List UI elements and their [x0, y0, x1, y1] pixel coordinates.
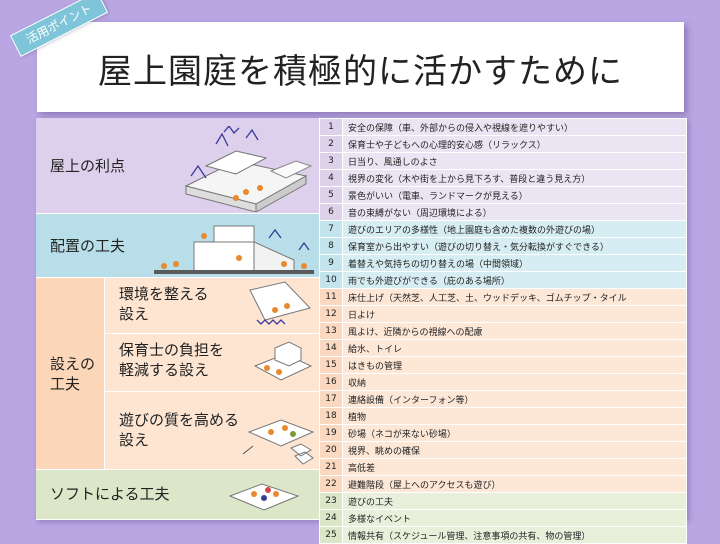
item-text: 保育士や子どもへの心理的安心感（リラックス） — [342, 135, 687, 153]
title-card: 屋上園庭を積極的に活かすために — [37, 22, 684, 112]
item-text: 情報共有（スケジュール管理、注意事項の共有、物の管理） — [342, 526, 687, 544]
item-text: 風よけ、近隣からの視線への配慮 — [342, 322, 687, 340]
item-number: 9 — [319, 254, 343, 272]
item-text: 景色がいい（電車、ランドマークが見える） — [342, 186, 687, 204]
item-text: 遊びの工夫 — [342, 492, 687, 510]
subcategory-play: 遊びの質を高める 設え — [104, 392, 319, 470]
category-facilities-text: 設えの 工夫 — [50, 355, 96, 393]
item-number: 6 — [319, 203, 343, 221]
item-text: 音の束縛がない（周辺環境による） — [342, 203, 687, 221]
category-rooftop: 屋上の利点 — [36, 118, 319, 214]
category-soft-label: ソフトによる工夫 — [50, 485, 170, 503]
item-number: 2 — [319, 135, 343, 153]
item-text: 雨でも外遊びができる（庇のある場所） — [342, 271, 687, 289]
item-text: 連絡設備（インターフォン等） — [342, 390, 687, 408]
subcategory-play-label: 遊びの質を高める 設え — [119, 411, 240, 449]
rooftop-building-illustration — [184, 126, 313, 212]
item-number: 13 — [319, 322, 343, 340]
play-area-illustration — [242, 419, 315, 465]
category-soft: ソフトによる工夫 — [36, 470, 319, 520]
item-number: 16 — [319, 373, 343, 391]
subcategory-burden: 保育士の負担を 軽減する設え — [104, 334, 319, 392]
category-facilities-label: 設えの 工夫 — [50, 354, 95, 394]
subcategory-environment-label: 環境を整える 設え — [119, 285, 209, 323]
page-title: 屋上園庭を積極的に活かすために — [98, 52, 623, 92]
item-text: 日当り、風通しのよさ — [342, 152, 687, 170]
event-illustration — [228, 483, 300, 511]
item-text: 遊びのエリアの多様性（地上園庭も含めた複数の外遊びの場） — [342, 220, 687, 238]
category-layout-label: 配置の工夫 — [50, 237, 126, 255]
item-number: 11 — [319, 288, 343, 306]
item-number: 19 — [319, 424, 343, 442]
item-number: 3 — [319, 152, 343, 170]
item-text: 床仕上げ（天然芝、人工芝、土、ウッドデッキ、ゴムチップ・タイル — [342, 288, 687, 306]
category-layout: 配置の工夫 — [36, 214, 319, 278]
item-text: 多様なイベント — [342, 509, 687, 527]
item-text: 保育室から出やすい（遊びの切り替え・気分転換がすぐできる） — [342, 237, 687, 255]
item-number: 10 — [319, 271, 343, 289]
item-text: 視界の変化（木や街を上から見下ろす、普段と違う見え方） — [342, 169, 687, 187]
subcategory-burden-label: 保育士の負担を 軽減する設え — [119, 341, 225, 379]
subcategory-environment: 環境を整える 設え — [104, 278, 319, 334]
item-text: 砂場（ネコが来ない砂場） — [342, 424, 687, 442]
item-number: 15 — [319, 356, 343, 374]
item-number: 8 — [319, 237, 343, 255]
item-number: 14 — [319, 339, 343, 357]
item-number: 24 — [319, 509, 343, 527]
item-number: 7 — [319, 220, 343, 238]
item-number: 21 — [319, 458, 343, 476]
item-text: 収納 — [342, 373, 687, 391]
item-text: 高低差 — [342, 458, 687, 476]
item-number: 22 — [319, 475, 343, 493]
item-text: 着替えや気持ちの切り替えの場（中間領域） — [342, 254, 687, 272]
environment-canopy-illustration — [249, 281, 311, 325]
item-number: 1 — [319, 118, 343, 136]
item-number: 4 — [319, 169, 343, 187]
item-text: 安全の保障（車、外部からの侵入や視線を遮りやすい） — [342, 118, 687, 136]
item-text: 日よけ — [342, 305, 687, 323]
item-number: 12 — [319, 305, 343, 323]
storage-box-illustration — [253, 341, 313, 381]
category-rooftop-label: 屋上の利点 — [50, 157, 126, 175]
item-text: 給水、トイレ — [342, 339, 687, 357]
item-number: 17 — [319, 390, 343, 408]
item-number: 20 — [319, 441, 343, 459]
item-number: 25 — [319, 526, 343, 544]
item-text: はきもの管理 — [342, 356, 687, 374]
item-text: 視界、眺めの確保 — [342, 441, 687, 459]
item-text: 避難階段（屋上へのアクセスも遊び） — [342, 475, 687, 493]
item-number: 5 — [319, 186, 343, 204]
item-number: 23 — [319, 492, 343, 510]
item-number: 18 — [319, 407, 343, 425]
content-panel: 屋上の利点 配置の工夫 — [36, 118, 687, 544]
item-text: 植物 — [342, 407, 687, 425]
layout-section-illustration — [154, 225, 314, 274]
